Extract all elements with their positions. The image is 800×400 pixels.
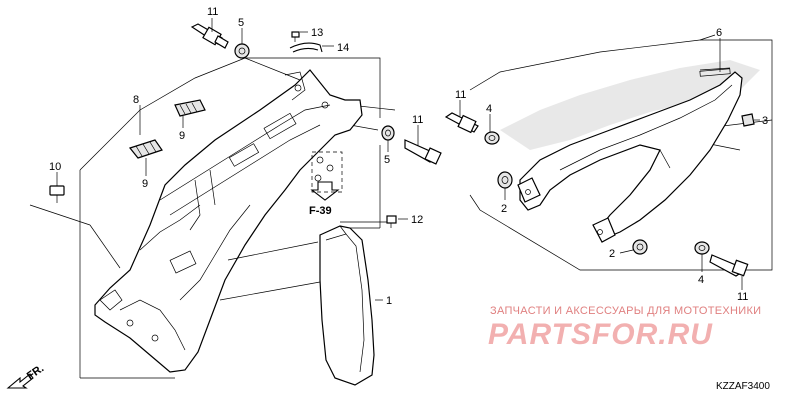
callout-14: 14	[337, 42, 349, 54]
pad-part-9-upper	[174, 99, 206, 117]
inner-fender-part-8	[94, 69, 363, 373]
callout-3: 3	[762, 115, 768, 127]
callout-2-left: 2	[501, 203, 507, 215]
callout-11-bottom: 11	[737, 291, 748, 303]
callout-4-top: 4	[486, 103, 492, 115]
clip-part-14	[289, 42, 323, 53]
screw-part-13	[291, 31, 300, 42]
callout-8: 8	[133, 94, 139, 106]
bolt-part-11-right-top	[444, 112, 479, 134]
ref-arrow-f39	[310, 181, 340, 201]
pad-part-9-lower	[128, 139, 163, 159]
collar-part-5-top	[234, 43, 250, 59]
diagram-code: KZZAF3400	[716, 381, 770, 392]
watermark-logo: PARTSFOR.RU	[488, 318, 713, 351]
callout-11-mid-left: 11	[455, 89, 466, 101]
watermark-text: ЗАПЧАСТИ И АКСЕССУАРЫ ДЛЯ МОТОТЕХНИКИ	[490, 305, 762, 317]
left-frame-lines	[29, 57, 396, 379]
collar-part-2-left	[497, 171, 513, 189]
callout-1: 1	[386, 295, 392, 307]
clip-detail-box	[311, 151, 343, 193]
callout-6: 6	[716, 27, 722, 39]
callout-11-top: 11	[207, 6, 218, 18]
callout-9-upper: 9	[179, 130, 185, 142]
callout-5-mid: 5	[384, 154, 390, 166]
callout-11-mid: 11	[412, 114, 423, 126]
collar-part-5-mid	[381, 125, 395, 141]
bolt-part-11-mid	[404, 139, 442, 165]
front-direction-arrow: FR.	[6, 362, 46, 389]
callout-2-right: 2	[609, 248, 615, 260]
reference-f39: F-39	[309, 205, 332, 217]
callout-13: 13	[311, 27, 323, 39]
mudflap-part-1	[219, 225, 383, 386]
rear-fender-part-6	[517, 67, 743, 243]
bolt-part-11-right-bottom	[709, 254, 749, 277]
callout-5-top: 5	[238, 17, 244, 29]
callout-labels: 11 5 13 14 8 9 9 10 11 4 11 5 12 1 6 3 2…	[49, 6, 768, 307]
callout-9-lower: 9	[142, 178, 148, 190]
sticker-part-3	[741, 113, 755, 127]
screw-part-12	[386, 215, 397, 228]
bolt-part-11-top	[190, 23, 229, 49]
collar-part-4-top	[484, 131, 500, 145]
bolt-part-10	[49, 185, 65, 203]
callout-12: 12	[411, 214, 423, 226]
fender-shading	[500, 60, 760, 150]
callout-10: 10	[49, 161, 61, 173]
leader-lines	[56, 18, 760, 290]
front-direction-label: FR.	[25, 362, 46, 382]
collar-part-2-right	[632, 239, 648, 255]
collar-part-4-bottom	[694, 241, 710, 255]
callout-4-bottom: 4	[698, 274, 704, 286]
